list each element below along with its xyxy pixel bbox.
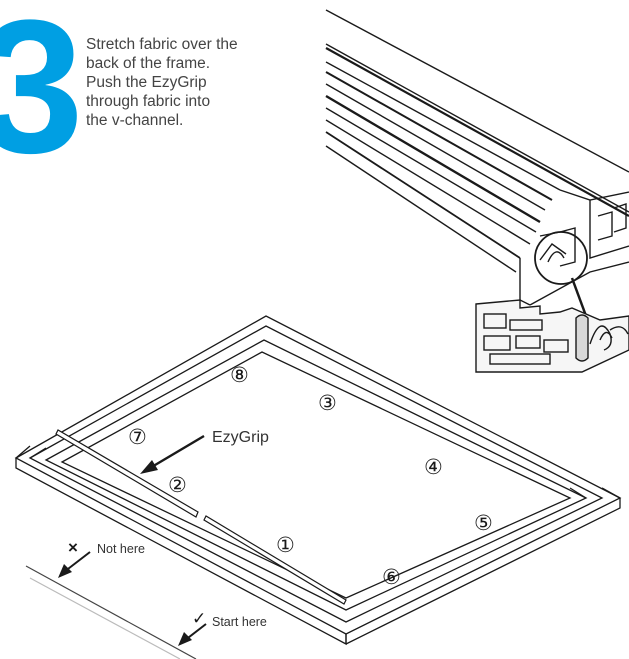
ezygrip-label: EzyGrip [212, 429, 269, 446]
sequence-5: ⑤ [474, 512, 493, 535]
sequence-6: ⑥ [382, 566, 401, 589]
ezygrip-strips [55, 429, 347, 605]
sequence-4: ④ [424, 456, 443, 479]
frame-profile-extrusion [325, 9, 629, 306]
step-instructions: Stretch fabric over the back of the fram… [86, 36, 238, 129]
table-edge [25, 565, 197, 659]
not-here-arrow [58, 551, 91, 578]
step-number: 3 [0, 0, 84, 193]
sequence-numbers: ① ② ③ ④ ⑤ ⑥ ⑦ ⑧ [128, 364, 493, 589]
sequence-8: ⑧ [230, 364, 249, 387]
not-here-label: Not here [97, 542, 145, 556]
sequence-3: ③ [318, 392, 337, 415]
ezygrip-leader-arrow [140, 434, 205, 474]
start-here-arrow [178, 623, 207, 646]
not-here-mark: × [68, 538, 78, 557]
sequence-7: ⑦ [128, 426, 147, 449]
start-here-label: Start here [212, 615, 267, 629]
cross-section-detail [475, 299, 629, 373]
start-here-mark: ✓ [192, 609, 206, 628]
picture-frame [14, 315, 622, 646]
sequence-2: ② [168, 474, 187, 497]
sequence-1: ① [276, 534, 295, 557]
